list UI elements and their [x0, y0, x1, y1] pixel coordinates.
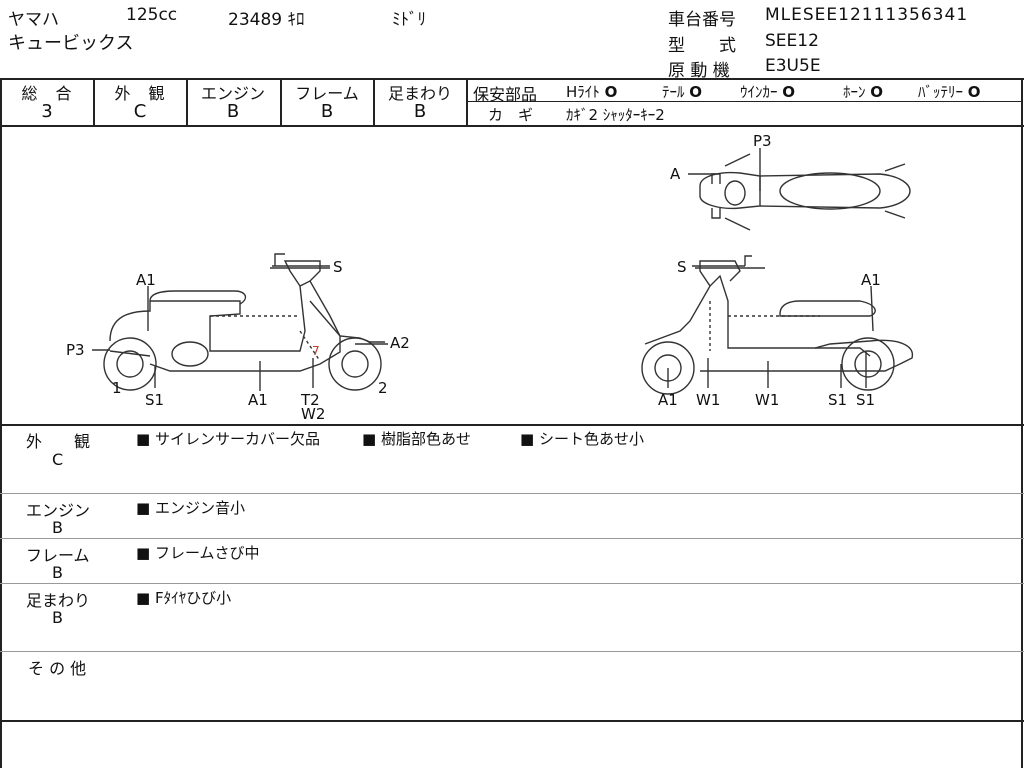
section-exterior-note-1: ■ サイレンサーカバー欠品 [136, 430, 320, 448]
key-label: カ ギ [488, 106, 534, 124]
grade-divider [280, 78, 282, 125]
label-right-s1-a: S1 [828, 391, 847, 409]
section-exterior-note-3: ■ シート色あせ小 [520, 430, 644, 448]
section-suspension-grade: B [52, 608, 63, 627]
section-other-label: そ の 他 [28, 659, 87, 678]
section-divider [0, 538, 1024, 539]
left-border [0, 78, 2, 768]
engine-label: 原 動 機 [668, 61, 730, 81]
safety-headlight-mark: O [604, 83, 618, 101]
label-left-a1-top: A1 [136, 271, 156, 289]
safety-divider [466, 101, 1022, 102]
label-left-a2: A2 [390, 334, 410, 352]
engine-value: E3U5E [765, 56, 821, 76]
section-divider [0, 424, 1024, 426]
grade-divider [373, 78, 375, 125]
safety-horn-mark: O [870, 83, 884, 101]
label-left-s: S [333, 258, 343, 276]
scooter-left-view [103, 253, 385, 391]
section-divider [0, 493, 1024, 494]
label-left-a1-bottom: A1 [248, 391, 268, 409]
grade-exterior-label: 外 観 [114, 84, 166, 103]
grade-exterior-value: C [133, 101, 147, 122]
grade-divider [186, 78, 188, 125]
label-left-7: 7 [312, 344, 320, 358]
key-value: ｶｷﾞ2 ｼｬｯﾀｰｷｰ2 [566, 106, 665, 124]
maker: ヤマハ [8, 10, 59, 30]
scooter-top-view [699, 153, 911, 231]
color: ﾐﾄﾞﾘ [392, 10, 426, 30]
label-right-a1-bottom: A1 [658, 391, 678, 409]
section-engine-grade: B [52, 518, 63, 537]
section-engine-note-1: ■ エンジン音小 [136, 499, 245, 517]
mileage: 23489 ｷﾛ [228, 10, 305, 30]
table-top-border [0, 78, 1024, 80]
grade-frame-label: フレーム [295, 84, 359, 103]
type-value: SEE12 [765, 31, 819, 51]
safety-taillight-name: ﾃｰﾙ [662, 83, 685, 101]
right-border [1021, 78, 1023, 768]
safety-headlight: Hﾗｲﾄ O [566, 81, 617, 102]
section-suspension-note-1: ■ Fﾀｲﾔひび小 [136, 589, 232, 607]
label-left-1: 1 [112, 379, 122, 397]
chassis-label: 車台番号 [668, 10, 736, 30]
safety-winker: ｳｲﾝｶｰ O [740, 81, 795, 102]
type-label: 型 式 [668, 36, 736, 56]
safety-winker-mark: O [782, 83, 796, 101]
grade-suspension-label: 足まわり [387, 84, 452, 103]
table-bottom-border [0, 125, 1024, 127]
section-exterior-grade: C [52, 450, 64, 469]
section-engine-label: エンジン [26, 501, 91, 520]
safety-horn-name: ﾎｰﾝ [843, 83, 866, 101]
chassis-number: MLESEE12111356341 [765, 5, 969, 25]
grade-engine-label: エンジン [200, 84, 265, 103]
label-right-s1-b: S1 [856, 391, 875, 409]
grade-frame-value: B [320, 101, 334, 122]
model-name: キュービックス [8, 33, 134, 54]
safety-battery-name: ﾊﾞｯﾃﾘｰ [918, 83, 964, 101]
label-left-s1: S1 [145, 391, 164, 409]
grade-overall-label: 総 合 [21, 84, 73, 103]
safety-winker-name: ｳｲﾝｶｰ [740, 83, 778, 101]
safety-taillight: ﾃｰﾙ O [662, 81, 702, 102]
label-right-w1-a: W1 [696, 391, 720, 409]
safety-battery-mark: O [967, 83, 981, 101]
section-suspension-label: 足まわり [26, 591, 91, 610]
section-exterior-note-2: ■ 樹脂部色あせ [362, 430, 471, 448]
scooter-diagram: S A1 P3 A2 1 2 S1 A1 T2 W2 7 P3 A S A1 A… [66, 132, 913, 423]
label-top-a: A [670, 165, 681, 183]
section-divider [0, 651, 1024, 652]
section-divider [0, 720, 1024, 722]
grade-divider [93, 78, 95, 125]
safety-headlight-name: Hﾗｲﾄ [566, 83, 600, 101]
label-left-w2: W2 [301, 405, 325, 423]
safety-label: 保安部品 [473, 85, 538, 104]
leader-lines [92, 148, 874, 391]
section-exterior-label: 外 観 [26, 432, 91, 451]
grade-suspension-value: B [413, 101, 427, 122]
label-left-p3: P3 [66, 341, 85, 359]
label-left-t2: T2 [300, 391, 320, 409]
label-top-p3: P3 [753, 132, 772, 150]
safety-battery: ﾊﾞｯﾃﾘｰ O [918, 81, 981, 102]
section-frame-grade: B [52, 563, 63, 582]
grade-overall-value: 3 [41, 101, 53, 122]
label-right-a1-top: A1 [861, 271, 881, 289]
safety-taillight-mark: O [689, 83, 703, 101]
section-frame-note-1: ■ フレームさび中 [136, 544, 260, 562]
label-left-2: 2 [378, 379, 388, 397]
label-right-s: S [677, 258, 687, 276]
section-frame-label: フレーム [26, 546, 90, 565]
grade-engine-value: B [226, 101, 240, 122]
section-divider [0, 583, 1024, 584]
safety-horn: ﾎｰﾝ O [843, 81, 883, 102]
label-right-w1-b: W1 [755, 391, 779, 409]
displacement: 125cc [126, 5, 178, 25]
